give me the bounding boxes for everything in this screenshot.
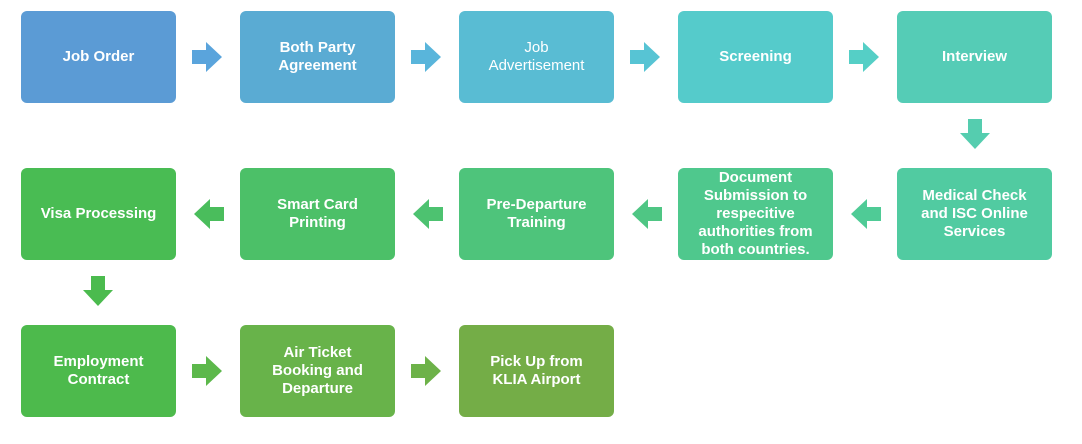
arrow-right-icon xyxy=(409,40,443,74)
arrow-down-icon xyxy=(81,274,115,308)
step-document-submission: Document Submission to respecitive autho… xyxy=(678,168,833,260)
arrow-right-icon xyxy=(190,40,224,74)
step-job-advertisement: Job Advertisement xyxy=(459,11,614,103)
arrow-left-icon xyxy=(192,197,226,231)
step-job-order: Job Order xyxy=(21,11,176,103)
arrow-right-icon xyxy=(628,40,662,74)
step-screening: Screening xyxy=(678,11,833,103)
arrow-down-icon xyxy=(958,117,992,151)
step-employment-contract: Employment Contract xyxy=(21,325,176,417)
step-air-ticket-booking: Air Ticket Booking and Departure xyxy=(240,325,395,417)
arrow-right-icon xyxy=(409,354,443,388)
arrow-left-icon xyxy=(411,197,445,231)
step-smart-card-printing: Smart Card Printing xyxy=(240,168,395,260)
step-medical-check: Medical Check and ISC Online Services xyxy=(897,168,1052,260)
arrow-right-icon xyxy=(190,354,224,388)
step-pick-up-klia: Pick Up from KLIA Airport xyxy=(459,325,614,417)
step-interview: Interview xyxy=(897,11,1052,103)
arrow-left-icon xyxy=(630,197,664,231)
arrow-right-icon xyxy=(847,40,881,74)
step-both-party-agreement: Both Party Agreement xyxy=(240,11,395,103)
step-pre-departure-training: Pre-Departure Training xyxy=(459,168,614,260)
step-visa-processing: Visa Processing xyxy=(21,168,176,260)
arrow-left-icon xyxy=(849,197,883,231)
